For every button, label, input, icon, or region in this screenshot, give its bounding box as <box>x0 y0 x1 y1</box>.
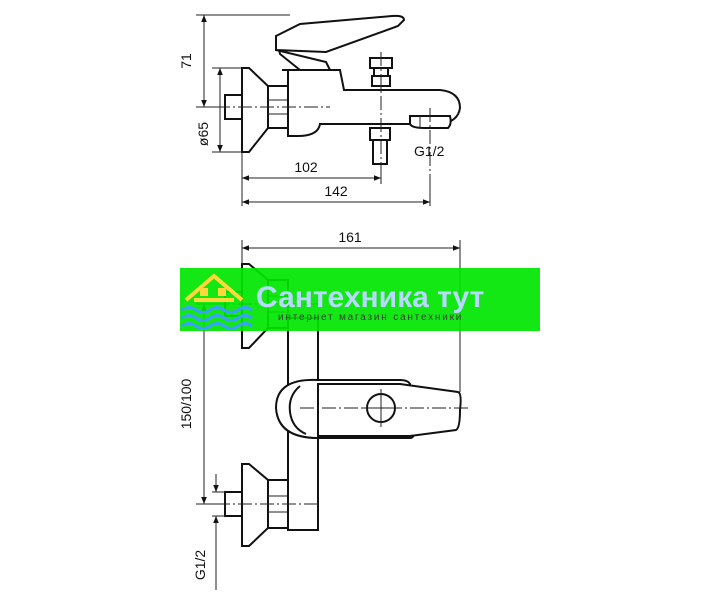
top-lever-handle <box>275 14 406 54</box>
dim-bottom-width: 161 <box>338 229 362 245</box>
bottom-lower-flange <box>241 463 269 547</box>
dim-top-length-outer: 142 <box>324 183 348 199</box>
dim-bottom-thread: G1/2 <box>192 550 208 581</box>
dim-bottom-spacing: 150/100 <box>178 378 194 429</box>
dim-top-thread: G1/2 <box>414 143 445 159</box>
watermark-banner: Сантехника тут интернет магазин сантехни… <box>180 268 540 331</box>
top-dimensions: 71 ø65 G1/2 102 142 <box>178 14 445 206</box>
watermark-title: Сантехника тут <box>256 281 484 314</box>
bottom-dimensions: 161 150/100 G1/2 <box>178 229 461 590</box>
top-view <box>216 14 462 175</box>
top-shower-outlet <box>369 127 391 141</box>
dim-top-height: 71 <box>178 53 194 69</box>
top-wall-flange <box>241 67 269 153</box>
dim-top-length-inner: 102 <box>294 159 318 175</box>
house-waves-logo-icon <box>181 274 253 330</box>
dim-top-diameter: ø65 <box>195 122 211 146</box>
watermark-subtitle: интернет магазин сантехники <box>278 312 463 323</box>
